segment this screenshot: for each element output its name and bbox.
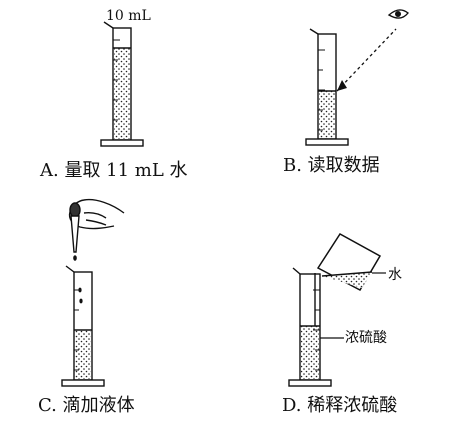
panel-d: 水 浓硫酸 D. 稀释浓硫酸 [282, 233, 402, 416]
caption-b: B. 读取数据 [283, 155, 380, 176]
cylinder-d [288, 267, 332, 387]
panel-c: C. 滴加液体 [38, 198, 135, 416]
sight-line [336, 28, 397, 92]
cylinder-b [305, 28, 349, 146]
dropper [69, 202, 81, 261]
panel-b: B. 读取数据 [283, 9, 409, 176]
panel-a: 10 mL A. 量取 11 mL 水 [39, 8, 188, 181]
water-label: 水 [388, 267, 402, 283]
acid-label: 浓硫酸 [345, 330, 387, 346]
volume-label: 10 mL [106, 8, 151, 24]
caption-a: A. 量取 11 mL 水 [39, 160, 188, 181]
beaker [316, 233, 382, 291]
cylinder-a [100, 21, 144, 147]
eye-icon [387, 9, 409, 19]
arrowhead [337, 80, 347, 91]
caption-d: D. 稀释浓硫酸 [282, 395, 397, 416]
caption-c: C. 滴加液体 [38, 395, 135, 416]
drop [73, 255, 77, 261]
cylinder-c [61, 265, 105, 387]
